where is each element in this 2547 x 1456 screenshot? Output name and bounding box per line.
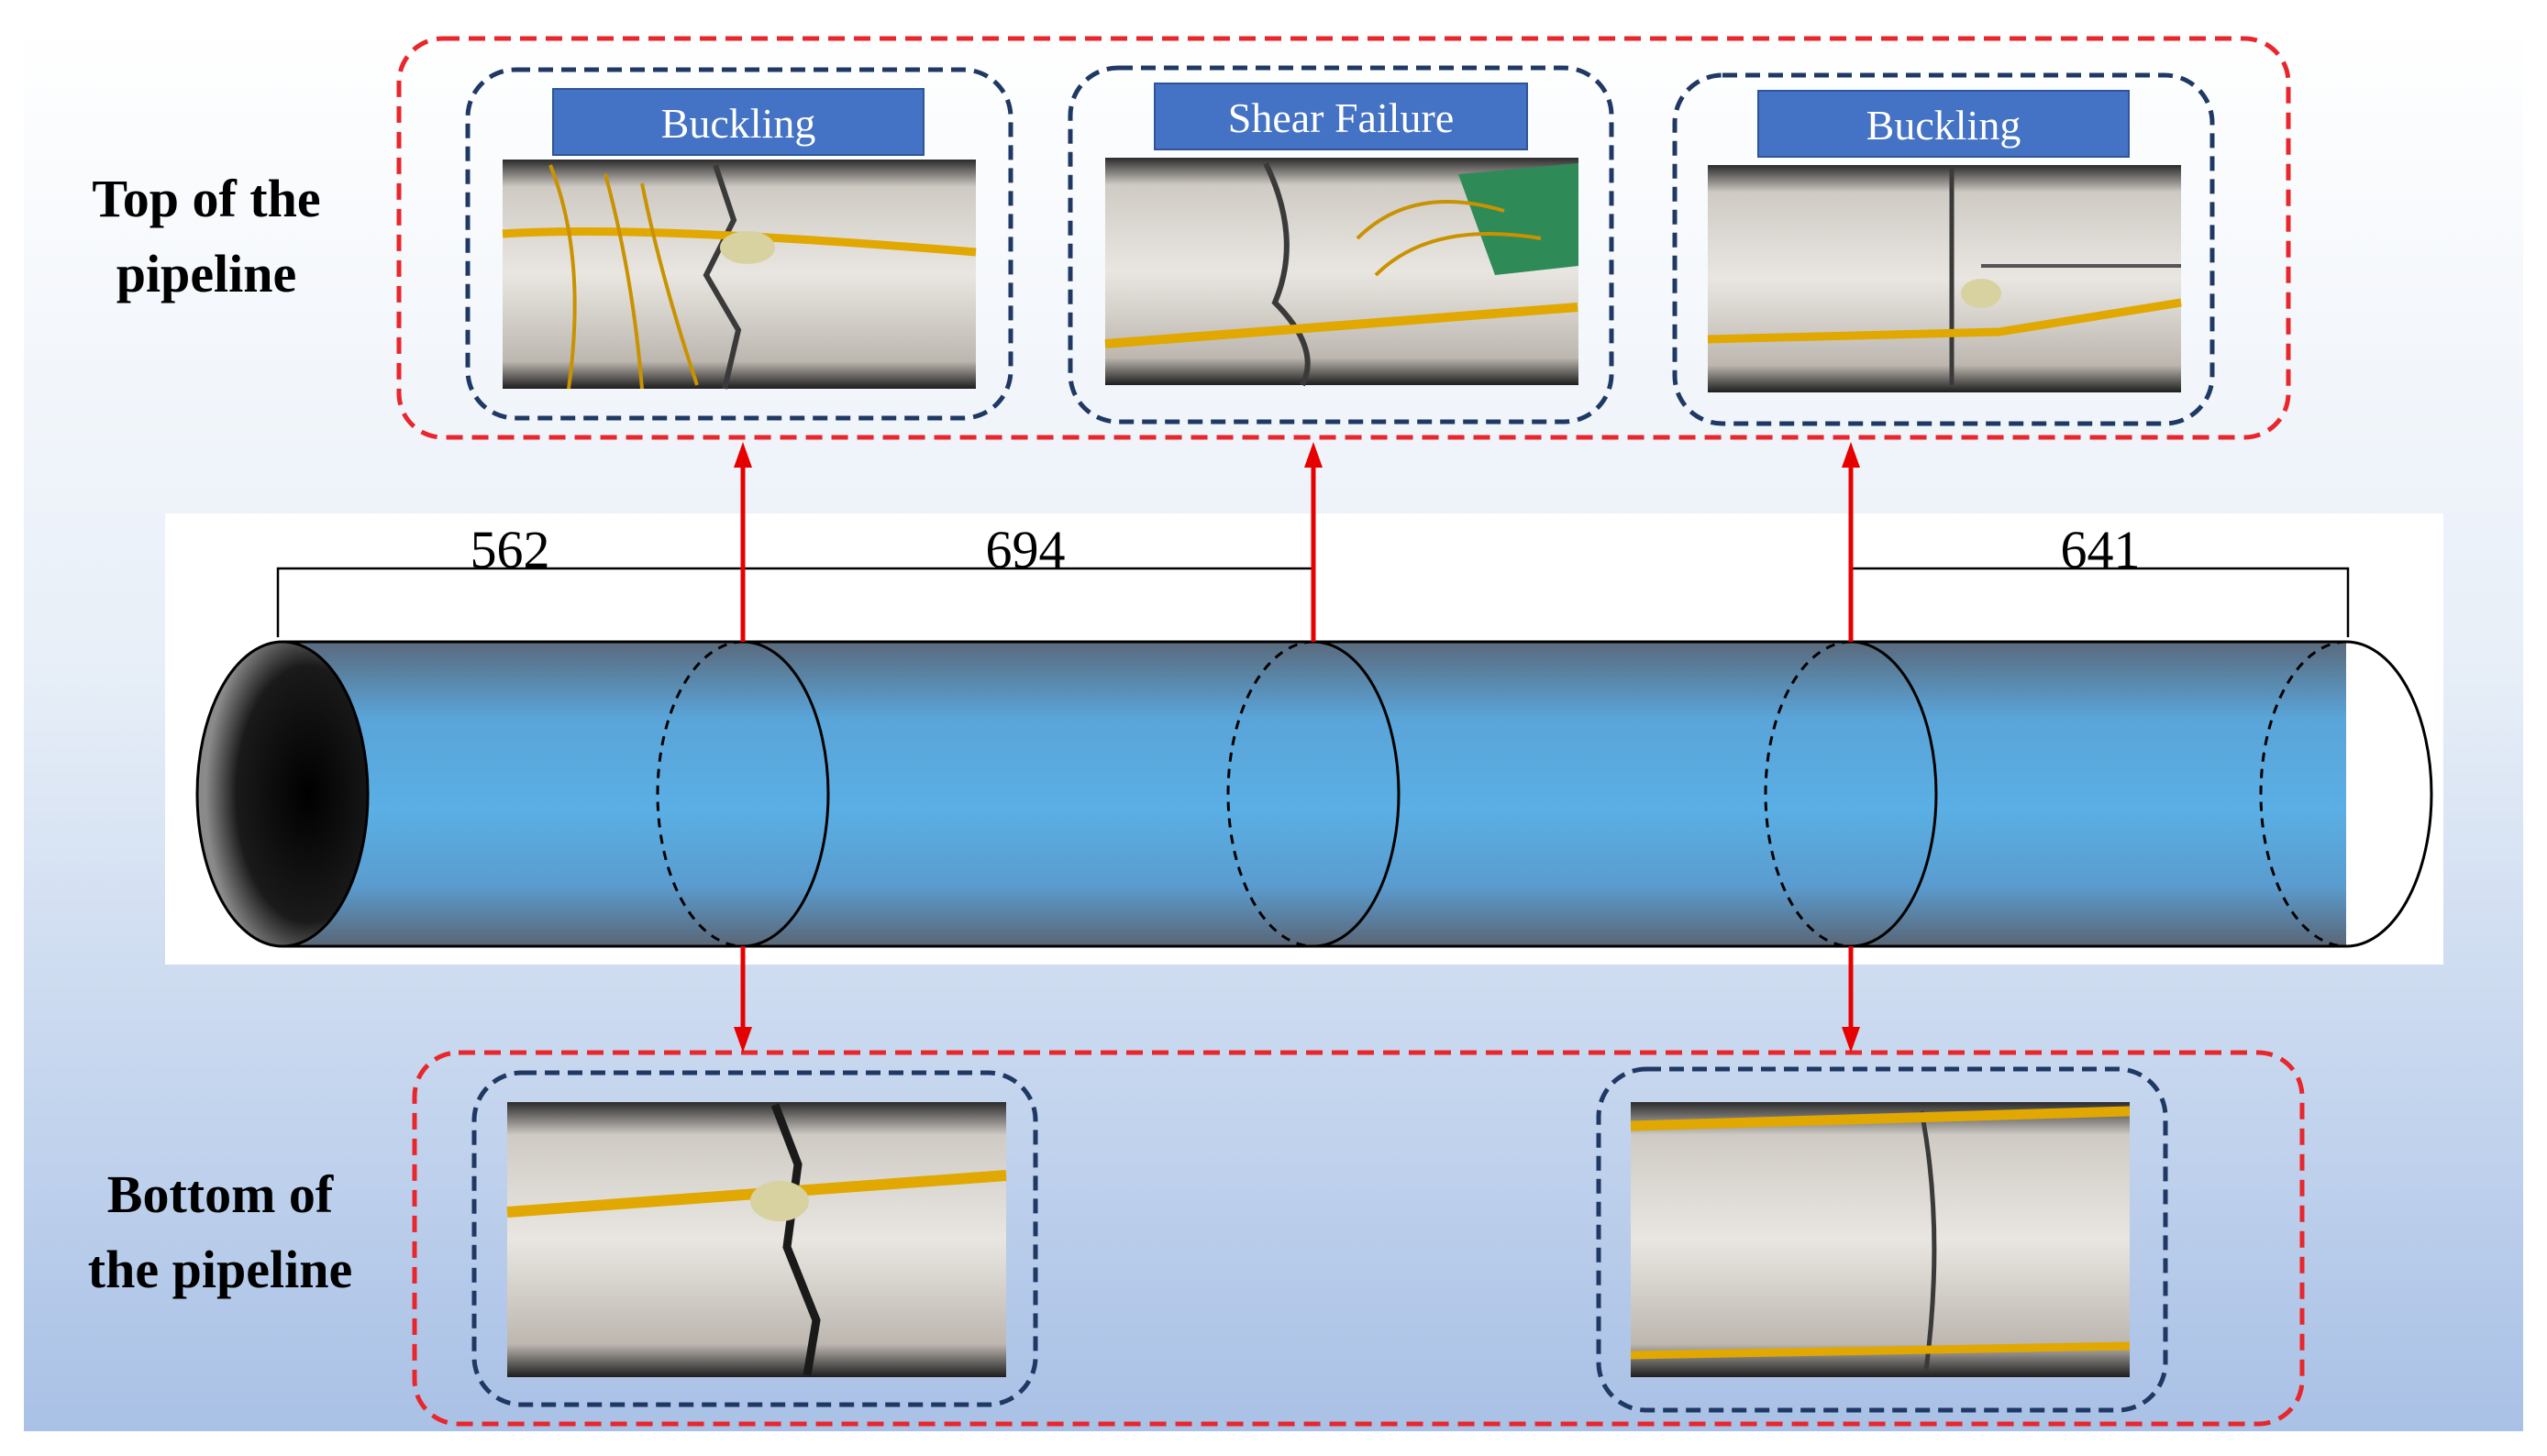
photo-top-buckling-1	[502, 160, 977, 390]
bottom-label-line-1: Bottom of	[106, 1164, 334, 1224]
pipe-end	[195, 640, 370, 948]
photo-top-buckling-2	[1707, 165, 2182, 392]
arrows	[734, 442, 1860, 1053]
top-label-line-1: Top of the	[92, 169, 321, 228]
dimension-641: 641	[2060, 520, 2141, 579]
photo-frame-bottom-2	[1596, 1066, 2168, 1413]
photo-frame-bottom-1	[471, 1070, 1038, 1407]
photo-frame-top-1	[465, 67, 1013, 421]
top-of-pipeline-label: Top of the pipeline	[37, 161, 376, 312]
photo-bottom-2	[1630, 1102, 2131, 1377]
bottom-group-box	[412, 1050, 2305, 1427]
failure-tag-shear-failure: Shear Failure	[1154, 83, 1528, 150]
failure-tag-buckling-1: Buckling	[552, 88, 925, 156]
failure-tag-buckling-2: Buckling	[1757, 90, 2130, 158]
bottom-of-pipeline-label: Bottom of the pipeline	[37, 1157, 404, 1307]
photo-frame-top-3	[1672, 72, 2215, 426]
dimension-694: 694	[985, 520, 1066, 579]
dimension-562: 562	[470, 520, 550, 579]
top-label-line-2: pipeline	[116, 244, 297, 303]
photo-frame-top-2	[1068, 65, 1614, 425]
photo-top-shear-failure	[1104, 158, 1578, 387]
photo-bottom-1	[506, 1102, 1007, 1377]
top-group-box	[396, 36, 2291, 440]
pipe	[195, 640, 2433, 948]
bottom-label-line-2: the pipeline	[87, 1240, 353, 1299]
